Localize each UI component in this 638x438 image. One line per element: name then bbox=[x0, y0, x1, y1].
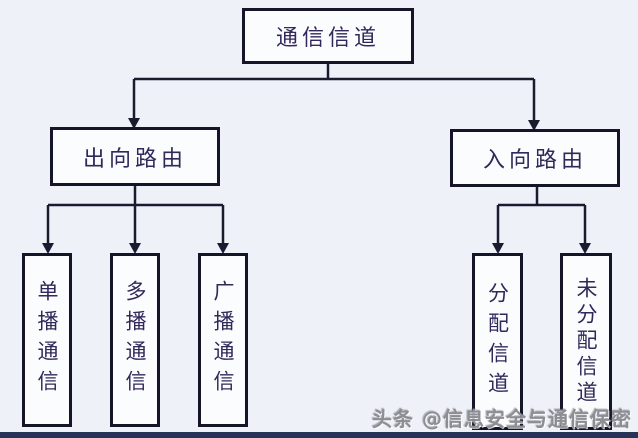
node-communication-channel: 通信信道 bbox=[242, 8, 414, 64]
node-outbound-routing: 出向路由 bbox=[50, 127, 220, 186]
arrowhead-down-icon bbox=[129, 243, 141, 254]
arrowhead-down-icon bbox=[217, 243, 229, 254]
arrowhead-down-icon bbox=[42, 243, 54, 254]
bottom-bar bbox=[0, 432, 638, 438]
watermark-text: 头条 @信息安全与通信保密 bbox=[372, 407, 632, 431]
node-inbound-routing: 入向路由 bbox=[450, 129, 620, 187]
connector-path bbox=[46, 64, 587, 244]
leaf-unallocated-channel: 未分配信道 bbox=[560, 253, 612, 430]
leaf-allocated-channel: 分配信道 bbox=[472, 253, 523, 430]
leaf-unicast-communication: 单播通信 bbox=[22, 253, 72, 427]
arrowhead-down-icon bbox=[579, 243, 591, 254]
arrowhead-down-icon bbox=[128, 118, 140, 129]
leaf-broadcast-communication: 广播通信 bbox=[198, 253, 248, 427]
leaf-multicast-communication: 多播通信 bbox=[110, 253, 160, 427]
arrowhead-down-icon bbox=[492, 243, 504, 254]
arrowhead-down-icon bbox=[528, 120, 540, 131]
